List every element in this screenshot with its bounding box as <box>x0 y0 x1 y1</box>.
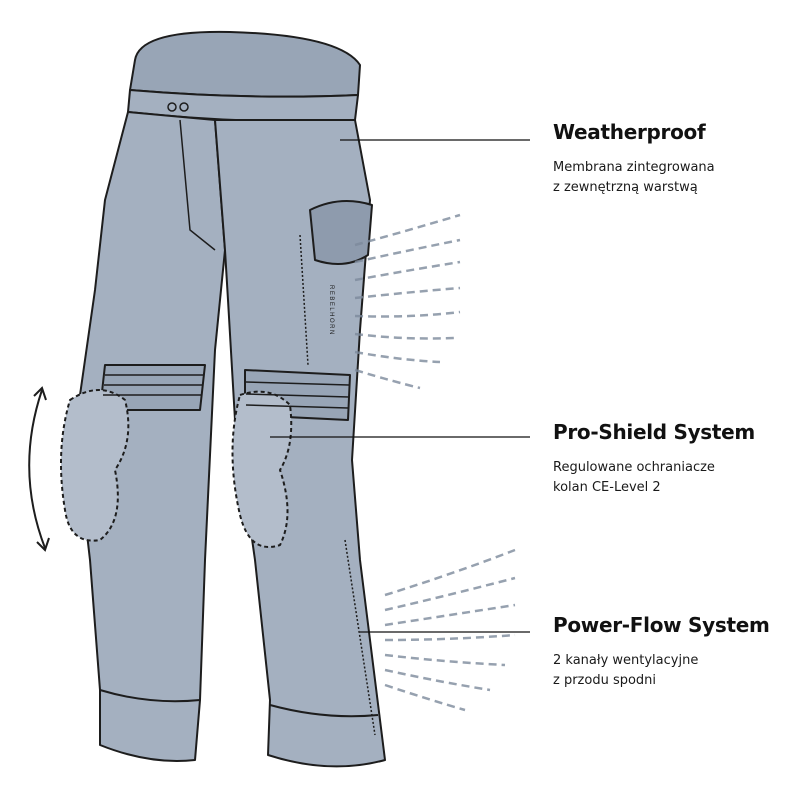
brand-mark: REBELHORN <box>328 285 334 336</box>
feature-desc-line1: 2 kanały wentylacyjne <box>553 653 699 668</box>
feature-desc-line1: Membrana zintegrowana <box>553 160 715 175</box>
knee-pad-right <box>231 390 293 548</box>
knee-pad-left <box>60 389 130 542</box>
feature-desc-line2: kolan CE-Level 2 <box>553 480 661 495</box>
feature-title: Pro-Shield System <box>553 420 755 444</box>
cargo-pocket <box>309 200 373 265</box>
feature-pro-shield: Pro-Shield System Regulowane ochraniacze… <box>553 420 755 498</box>
feature-desc-line2: z zewnętrzną warstwą <box>553 180 698 195</box>
right-leg <box>214 119 386 768</box>
feature-desc-line2: z przodu spodni <box>553 673 657 688</box>
feature-power-flow: Power-Flow System 2 kanały wentylacyjne z… <box>553 613 770 691</box>
feature-desc-line1: Regulowane ochraniacze <box>553 460 715 475</box>
feature-title: Power-Flow System <box>553 613 770 637</box>
waistband <box>129 30 361 98</box>
feature-weatherproof: Weatherproof Membrana zintegrowana z zewn… <box>553 120 715 198</box>
adjust-arrow-icon <box>28 386 50 552</box>
left-leg <box>74 111 226 762</box>
feature-title: Weatherproof <box>553 120 706 144</box>
ventilation-airflow-icon <box>354 213 516 712</box>
